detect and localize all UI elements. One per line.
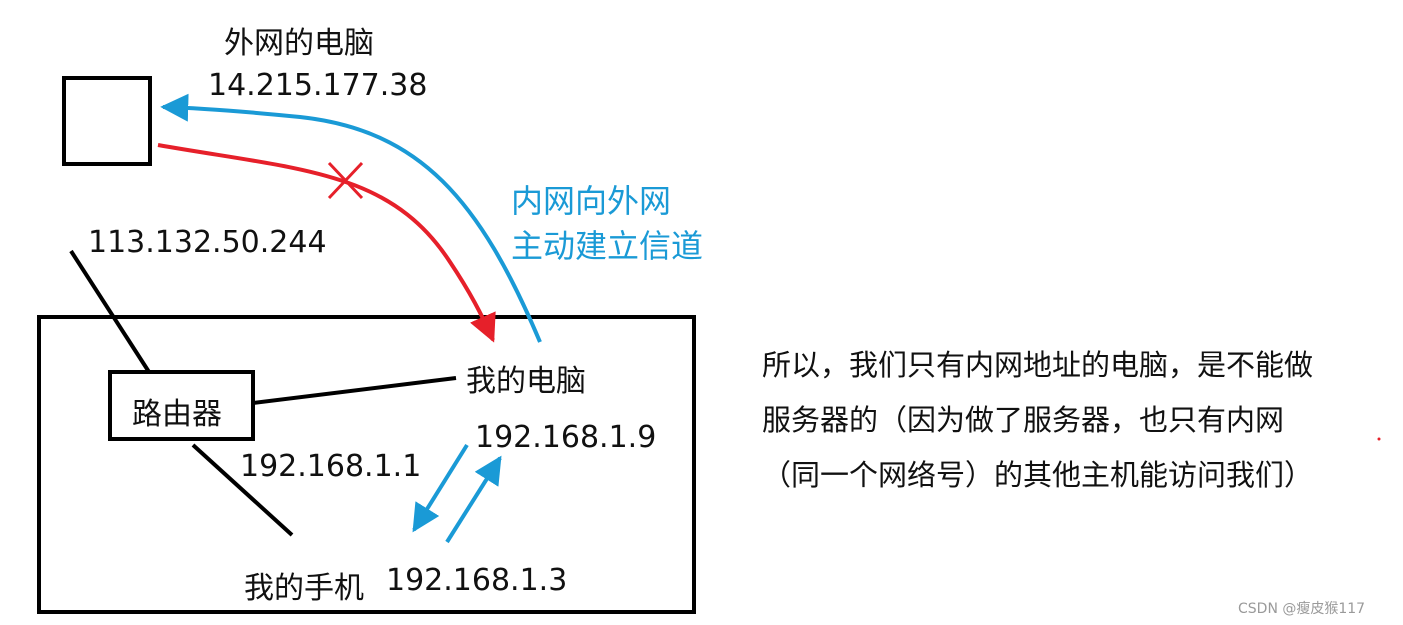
blocked-cross-icon bbox=[327, 161, 364, 200]
outbound-tunnel-arrow bbox=[160, 93, 542, 343]
explanation-line3: （同一个网络号）的其他主机能访问我们） bbox=[762, 458, 1314, 492]
router-to-pc-line bbox=[252, 376, 457, 405]
tunnel-note-line1: 内网向外网 bbox=[511, 182, 672, 220]
router-label: 路由器 bbox=[132, 397, 222, 432]
external-pc-ip: 14.215.177.38 bbox=[208, 68, 428, 103]
router-to-phone-line bbox=[191, 443, 294, 537]
router-to-internet-line bbox=[69, 249, 151, 374]
router-wan-ip: 113.132.50.244 bbox=[88, 225, 327, 260]
router-lan-ip: 192.168.1.1 bbox=[240, 449, 422, 484]
phone-to-pc-arrow bbox=[445, 455, 502, 544]
stray-dot bbox=[1377, 437, 1381, 441]
my-phone-ip: 192.168.1.3 bbox=[386, 563, 568, 598]
my-pc-ip: 192.168.1.9 bbox=[475, 420, 657, 455]
explanation-line1: 所以，我们只有内网地址的电脑，是不能做 bbox=[762, 348, 1314, 382]
router-box bbox=[108, 370, 255, 441]
pc-to-phone-arrow bbox=[412, 443, 469, 533]
external-pc-box bbox=[62, 76, 152, 166]
my-phone-label: 我的手机 bbox=[244, 571, 364, 606]
my-pc-label: 我的电脑 bbox=[466, 364, 586, 399]
external-pc-title: 外网的电脑 bbox=[224, 26, 374, 61]
blocked-inbound-arrow bbox=[157, 143, 496, 343]
watermark: CSDN @瘦皮猴117 bbox=[1238, 601, 1366, 617]
explanation-line2: 服务器的（因为做了服务器，也只有内网 bbox=[762, 403, 1285, 437]
tunnel-note-line2: 主动建立信道 bbox=[511, 227, 704, 265]
lan-boundary-box bbox=[37, 315, 696, 614]
